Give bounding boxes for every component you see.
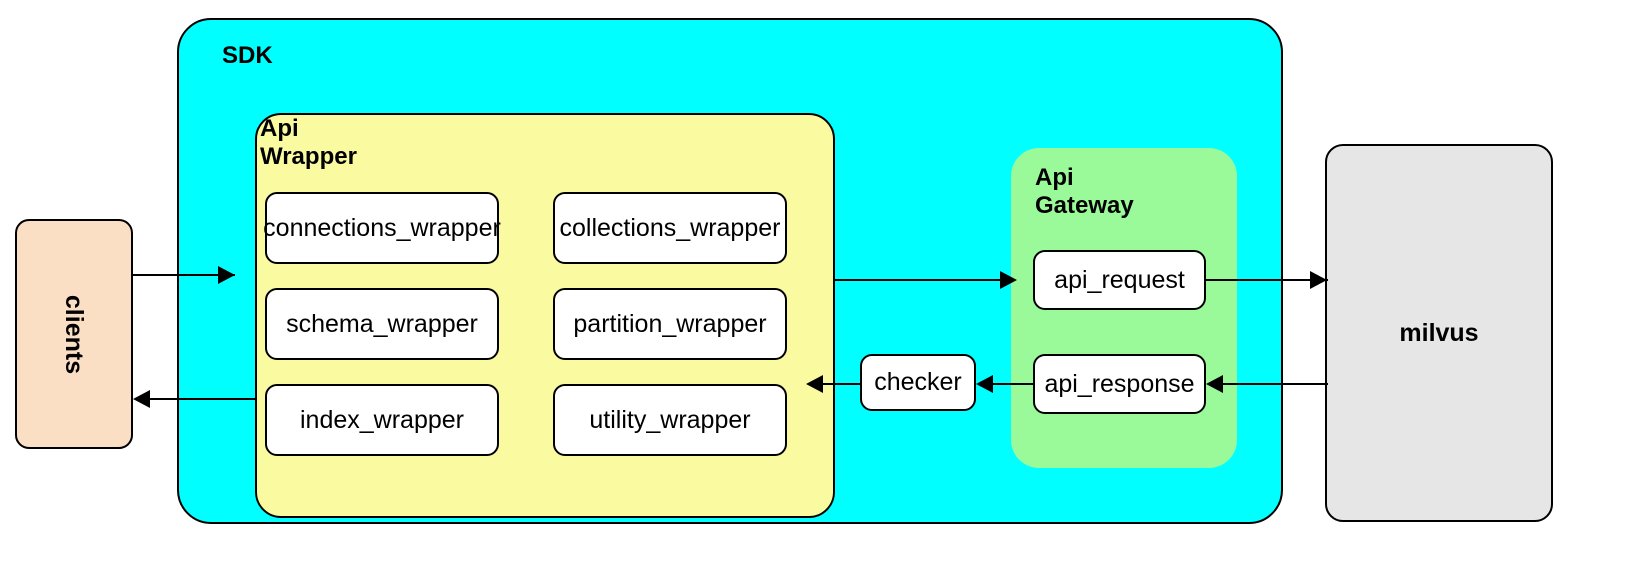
api-wrapper-item-connections-wrapper[interactable]: connections_wrapper [263, 192, 501, 264]
checker-box[interactable]: checker [860, 354, 976, 411]
connector-api-response-to-checker [993, 383, 1035, 385]
api-gateway-title: Api Gateway [1035, 164, 1134, 220]
connector-clients-to-sdk [133, 274, 235, 276]
api-wrapper-item-collections-wrapper[interactable]: collections_wrapper [553, 192, 787, 264]
api-wrapper-item-label: connections_wrapper [263, 213, 501, 242]
milvus-box[interactable]: milvus [1325, 144, 1553, 522]
api-gateway-item-label: api_request [1054, 265, 1185, 294]
api-wrapper-item-label: collections_wrapper [559, 213, 781, 242]
connector-milvus-to-api-response [1218, 383, 1328, 385]
arrowhead-milvus-to-api-response [1206, 375, 1223, 393]
arrowhead-api-wrapper-to-api-request [1000, 271, 1017, 289]
api-wrapper-item-label: index_wrapper [300, 405, 464, 434]
sdk-title: SDK [222, 42, 273, 69]
api-wrapper-item-label: partition_wrapper [573, 309, 767, 338]
milvus-label: milvus [1399, 318, 1479, 347]
api-wrapper-item-partition-wrapper[interactable]: partition_wrapper [553, 288, 787, 360]
arrowhead-api-response-to-checker [976, 375, 993, 393]
arrowhead-clients-to-sdk [218, 266, 235, 284]
checker-label: checker [874, 368, 962, 396]
arrowhead-sdk-to-clients [133, 390, 150, 408]
api-wrapper-item-label: schema_wrapper [286, 309, 478, 338]
api-wrapper-item-index-wrapper[interactable]: index_wrapper [265, 384, 499, 456]
arrowhead-api-request-to-milvus [1310, 271, 1327, 289]
clients-box[interactable]: clients [15, 219, 133, 449]
connector-api-request-to-milvus [1206, 279, 1328, 281]
connector-sdk-to-clients [145, 398, 257, 400]
api-wrapper-item-utility-wrapper[interactable]: utility_wrapper [553, 384, 787, 456]
api-wrapper-item-label: utility_wrapper [589, 405, 751, 434]
arrowhead-checker-to-api-wrapper [806, 375, 823, 393]
api-gateway-item-api-response[interactable]: api_response [1033, 354, 1206, 414]
clients-label: clients [60, 294, 89, 374]
api-gateway-item-api-request[interactable]: api_request [1033, 250, 1206, 310]
api-wrapper-item-schema-wrapper[interactable]: schema_wrapper [265, 288, 499, 360]
api-gateway-item-label: api_response [1044, 369, 1195, 398]
connector-api-wrapper-to-api-request [835, 279, 1015, 281]
api-wrapper-title: Api Wrapper [260, 115, 357, 171]
connector-checker-to-api-wrapper [823, 383, 861, 385]
